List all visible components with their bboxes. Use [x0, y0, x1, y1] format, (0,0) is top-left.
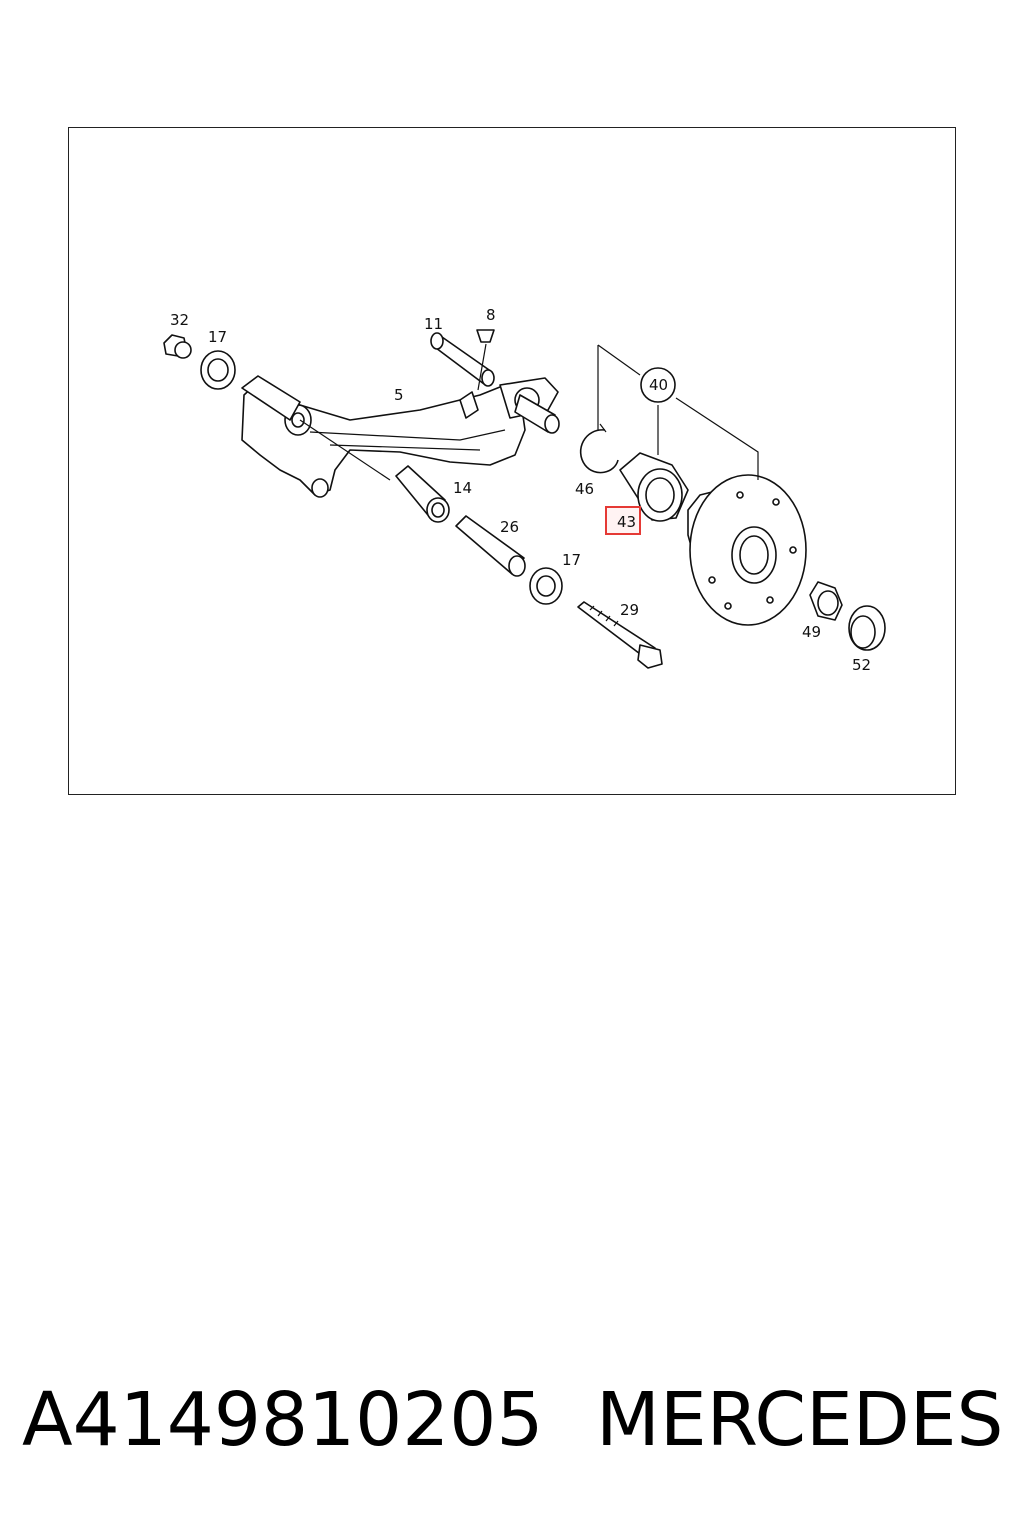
- wheel-hub-part-40[interactable]: [687, 474, 807, 626]
- leader-line-arm: [299, 419, 391, 481]
- callout-26: 26: [500, 518, 519, 536]
- callout-32: 32: [170, 311, 189, 329]
- bolt-part-29[interactable]: [577, 601, 663, 669]
- callout-11: 11: [424, 315, 443, 333]
- pin-part-11[interactable]: [430, 332, 495, 387]
- callout-5: 5: [394, 386, 404, 404]
- sleeve-part-14[interactable]: [395, 465, 450, 523]
- callout-17-lower: 17: [562, 551, 581, 569]
- callout-14: 14: [453, 479, 472, 497]
- bolt-part-32[interactable]: [163, 334, 192, 359]
- nut-part-49[interactable]: [809, 581, 843, 621]
- brand-name: MERCEDES: [596, 1377, 1004, 1463]
- plug-part-8[interactable]: [476, 329, 495, 391]
- bushing-part-17-upper[interactable]: [200, 350, 236, 390]
- callout-46: 46: [575, 480, 594, 498]
- callout-52: 52: [852, 656, 871, 674]
- callout-17-upper: 17: [208, 328, 227, 346]
- callout-bracket-40: [597, 344, 759, 480]
- part-number: A4149810205: [22, 1377, 544, 1463]
- callout-40: 40: [649, 376, 668, 394]
- callout-43-highlight: 43: [605, 506, 641, 535]
- dust-cap-part-52[interactable]: [848, 605, 886, 651]
- callout-40-circle: 40: [640, 367, 676, 403]
- bushing-part-17-lower[interactable]: [529, 567, 563, 605]
- trailing-arm-part-5[interactable]: [241, 375, 559, 498]
- wheel-bearing-part-43[interactable]: [619, 452, 689, 522]
- sleeve-part-26[interactable]: [455, 515, 526, 577]
- callout-43: 43: [617, 513, 636, 531]
- axle-stub[interactable]: [514, 394, 560, 434]
- callout-29: 29: [620, 601, 639, 619]
- callout-8: 8: [486, 306, 496, 324]
- circlip-part-46[interactable]: [579, 423, 619, 474]
- diagram-frame: [68, 127, 956, 795]
- callout-49: 49: [802, 623, 821, 641]
